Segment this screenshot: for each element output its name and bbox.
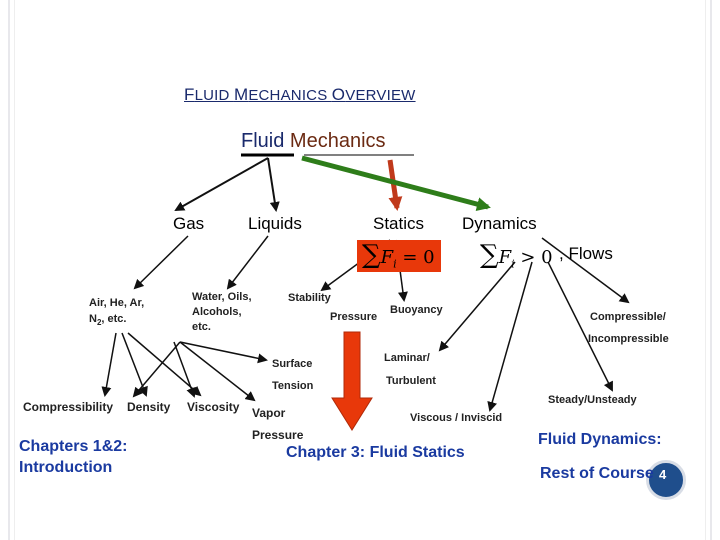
node-laminar: Laminar/ (384, 352, 430, 364)
liquid-examples-line1: Water, Oils, (192, 291, 252, 303)
chapter-fluid-statics: Chapter 3: Fluid Statics (286, 444, 465, 461)
arrow-liquids-examples (226, 235, 269, 290)
gas-examples-line2: N2, etc. (89, 313, 127, 328)
node-gas: Gas (173, 214, 205, 233)
arrow-root-gas (174, 157, 269, 211)
slide-frame-right-inner (705, 0, 706, 540)
node-steady-unsteady: Steady/Unsteady (548, 394, 637, 406)
arrow-dynamics-steady (547, 261, 613, 392)
arrow-gas-density (121, 332, 148, 397)
node-tension: Tension (272, 380, 314, 392)
liquid-examples-line3: etc. (192, 321, 211, 333)
statics-down-arrow (331, 331, 373, 431)
arrow-dynamics-laminar (438, 261, 516, 352)
node-stability: Stability (288, 292, 331, 304)
arrow-liquid-surface (179, 341, 268, 364)
statics-equation: ∑Fi = 0 (362, 240, 435, 271)
arrow-dynamics-viscous (487, 261, 533, 412)
statics-equation-box (357, 240, 441, 272)
node-flows: , Flows (559, 244, 613, 263)
node-liquids: Liquids (248, 214, 302, 233)
node-vapor-pressure: Pressure (252, 428, 304, 442)
chapter-intro-line2: Introduction (19, 459, 113, 476)
slide-frame-right (710, 0, 712, 540)
node-dynamics: Dynamics (462, 214, 537, 233)
node-compressible: Compressible/ (590, 311, 666, 323)
arrow-gas-examples (133, 235, 189, 290)
page-number-badge (646, 460, 686, 500)
chapter-intro-line1: Chapters 1&2: (19, 438, 128, 455)
slide-title: FLUID MECHANICS OVERVIEW (184, 85, 416, 104)
node-vapor: Vapor (252, 406, 286, 420)
node-turbulent: Turbulent (386, 375, 436, 387)
slide-frame-left-inner (14, 0, 15, 540)
arrow-liquid-viscosity (173, 341, 196, 398)
node-pressure: Pressure (330, 311, 378, 323)
node-compressibility: Compressibility (23, 400, 114, 414)
node-viscous-inviscid: Viscous / Inviscid (410, 412, 503, 424)
arrow-gas-compressibility (101, 332, 117, 397)
liquid-examples-line2: Alcohols, (192, 306, 242, 318)
arrow-liquid-vapor (179, 341, 256, 402)
arrow-gas-viscosity (127, 332, 202, 397)
gas-examples-line1: Air, He, Ar, (89, 297, 145, 309)
node-viscosity: Viscosity (187, 400, 240, 414)
node-statics: Statics (373, 214, 425, 233)
root-node: Fluid Mechanics (241, 130, 386, 152)
node-surface: Surface (272, 358, 313, 370)
arrow-dynamics-compressible (541, 237, 630, 304)
page-number: 4 (659, 467, 667, 482)
node-density: Density (127, 400, 171, 414)
arrow-liquid-density (132, 341, 181, 398)
arrow-root-liquids (267, 157, 280, 212)
node-incompressible: Incompressible (588, 333, 669, 345)
arrow-root-dynamics (301, 155, 491, 211)
chapter-fluid-dynamics-line2: Rest of Course (540, 465, 654, 482)
dynamics-equation: ∑Fi > 0 (480, 240, 553, 271)
node-buoyancy: Buoyancy (390, 304, 443, 316)
slide-frame-left (8, 0, 10, 540)
chapter-fluid-dynamics-line1: Fluid Dynamics: (538, 431, 662, 448)
